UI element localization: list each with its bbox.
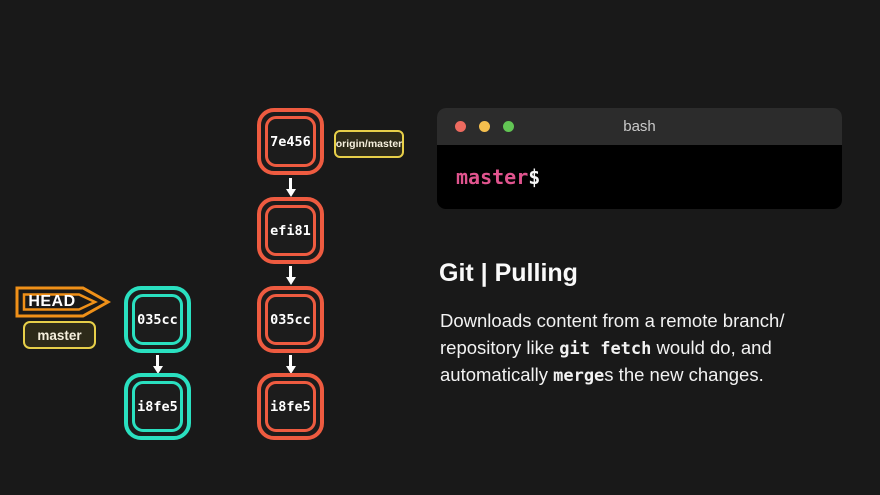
local-commit-node-0: 035cc bbox=[124, 286, 191, 353]
remote-commit-node-0: 7e456 bbox=[257, 108, 324, 175]
terminal-title: bash bbox=[623, 118, 656, 135]
remote-commit-node-3: i8fe5 bbox=[257, 373, 324, 440]
remote-commit-hash-2: 035cc bbox=[265, 294, 316, 345]
description-line-3-post: s the new changes. bbox=[604, 364, 764, 385]
prompt-branch: master bbox=[456, 165, 529, 189]
terminal-body[interactable]: master$ bbox=[437, 145, 842, 209]
branch-label-origin-master-text: origin/master bbox=[335, 138, 403, 150]
branch-label-master: master bbox=[23, 321, 96, 349]
terminal-window: bash master$ bbox=[437, 108, 842, 209]
close-window-icon[interactable] bbox=[455, 121, 466, 132]
arrow-down-icon bbox=[289, 266, 292, 277]
branch-label-master-text: master bbox=[37, 327, 82, 343]
local-commit-node-1: i8fe5 bbox=[124, 373, 191, 440]
code-merge: merge bbox=[553, 366, 605, 386]
page-title: Git | Pulling bbox=[439, 259, 578, 287]
prompt-symbol: $ bbox=[528, 165, 541, 189]
description-line-3-pre: automatically bbox=[440, 364, 554, 385]
branch-label-origin-master: origin/master bbox=[334, 130, 404, 158]
remote-commit-hash-3: i8fe5 bbox=[265, 381, 316, 432]
head-arrow-icon bbox=[15, 286, 111, 318]
zoom-window-icon[interactable] bbox=[503, 121, 514, 132]
remote-commit-hash-0: 7e456 bbox=[265, 116, 316, 167]
local-commit-hash-1: i8fe5 bbox=[132, 381, 183, 432]
remote-commit-hash-1: efi81 bbox=[265, 205, 316, 256]
head-label: HEAD bbox=[28, 293, 76, 310]
arrow-down-icon bbox=[289, 178, 292, 189]
minimize-window-icon[interactable] bbox=[479, 121, 490, 132]
traffic-lights bbox=[455, 121, 514, 132]
description-line-2-pre: repository like bbox=[440, 336, 560, 358]
code-git-fetch: git fetch bbox=[559, 338, 652, 359]
description-text: Downloads content from a remote branch/ … bbox=[440, 308, 870, 390]
local-commit-hash-0: 035cc bbox=[132, 294, 183, 345]
terminal-titlebar: bash bbox=[437, 108, 842, 145]
arrow-down-icon bbox=[156, 355, 159, 366]
remote-commit-node-2: 035cc bbox=[257, 286, 324, 353]
arrow-down-icon bbox=[289, 355, 292, 366]
head-pointer-badge: HEAD bbox=[15, 286, 111, 318]
description-line-2-post: would do, and bbox=[651, 336, 772, 358]
remote-commit-node-1: efi81 bbox=[257, 197, 324, 264]
description-line-1: Downloads content from a remote branch/ bbox=[440, 310, 785, 331]
